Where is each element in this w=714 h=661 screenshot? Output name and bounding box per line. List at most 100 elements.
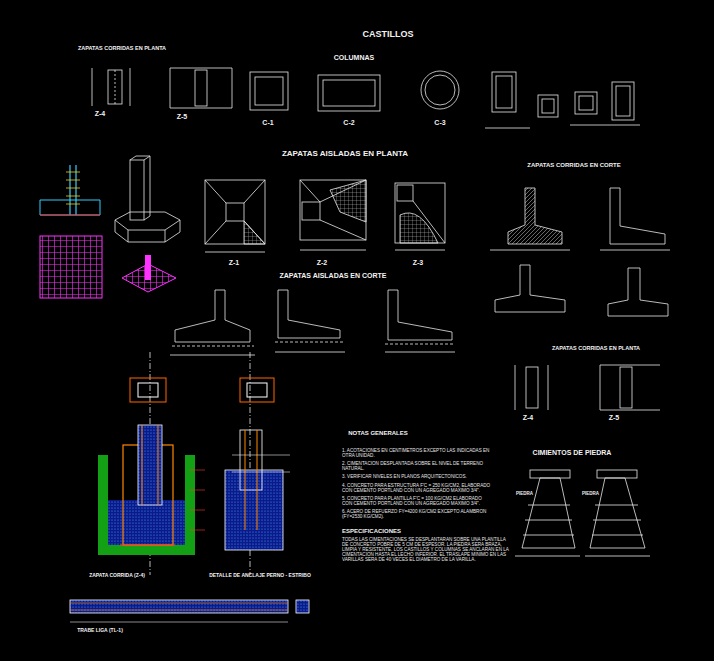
drawing-stroke (40, 236, 102, 298)
note-text: 3. VERIFICAR NIVELES EN PLANOS ARQUITECT… (342, 474, 492, 479)
drawing-stroke (130, 156, 150, 220)
drawing-stroke (523, 505, 574, 535)
drawing-stroke (496, 76, 512, 108)
drawing-stroke (70, 600, 309, 622)
drawing-stroke (244, 221, 265, 244)
drawing-stroke (245, 430, 257, 530)
drawing-stroke (522, 478, 575, 548)
drawing-label: Z-1 (229, 259, 240, 267)
drawing-label: C-3 (434, 119, 445, 127)
drawing-stroke (226, 203, 244, 221)
drawing-stroke (138, 383, 158, 397)
drawing-stroke (115, 70, 116, 104)
drawing-stroke (70, 622, 288, 623)
drawing-stroke (490, 250, 570, 251)
drawing-label: ZAPATAS AISLADAS EN PLANTA (282, 150, 408, 159)
drawing-stroke (190, 470, 205, 530)
drawing-stroke (92, 68, 93, 106)
drawing-stroke (70, 165, 76, 215)
drawing-label: ZAPATAS CORRIDAS EN PLANTA (78, 45, 166, 51)
drawing-stroke (170, 68, 171, 108)
drawing-stroke (492, 72, 516, 112)
drawing-stroke (275, 342, 344, 343)
drawing-stroke (278, 290, 340, 338)
drawing-label: PIEDRA (582, 492, 599, 497)
drawing-stroke (108, 70, 122, 104)
drawing-stroke (597, 470, 637, 478)
drawing-stroke (320, 220, 366, 240)
drawing-stroke (66, 172, 80, 204)
drawing-label: Z-4 (95, 110, 106, 118)
drawing-label: NOTAS GENERALES (348, 430, 408, 437)
drawing-label: ZAPATAS CORRIDAS EN PLANTA (552, 345, 640, 351)
drawing-stroke (240, 430, 262, 490)
drawing-stroke (142, 425, 158, 505)
drawing-label: Z-5 (177, 113, 188, 121)
drawing-label: Z-5 (609, 414, 620, 422)
drawing-stroke (115, 212, 180, 230)
drawing-label: CIMIENTOS DE PIEDRA (533, 449, 612, 457)
drawing-stroke (130, 378, 274, 402)
drawing-stroke (130, 160, 144, 220)
drawing-stroke (330, 180, 366, 222)
drawing-stroke (385, 352, 455, 353)
drawing-stroke (205, 221, 226, 244)
drawing-label: PIEDRA (516, 492, 533, 497)
drawing-stroke (275, 352, 345, 353)
drawing-stroke (300, 180, 320, 202)
drawing-label: Z-2 (317, 259, 328, 267)
drawing-stroke (570, 125, 640, 126)
drawing-stroke (92, 68, 670, 575)
drawing-stroke (296, 600, 309, 613)
drawing-stroke (40, 215, 100, 216)
drawing-stroke (548, 365, 549, 410)
drawing-stroke (323, 80, 375, 106)
drawing-stroke (205, 252, 265, 253)
drawing-stroke (250, 72, 288, 110)
drawing-stroke (592, 505, 643, 535)
drawing-stroke (247, 383, 267, 397)
drawing-stroke (225, 430, 290, 550)
drawing-stroke (485, 128, 530, 129)
drawing-stroke (616, 86, 630, 116)
drawing-stroke (620, 367, 632, 408)
drawing-stroke (538, 95, 558, 117)
drawing-stroke (70, 603, 288, 610)
note-text: 2. CIMENTACION DESPLANTADA SOBRE EL NIVE… (342, 461, 492, 471)
drawing-stroke (138, 425, 162, 505)
drawing-stroke (600, 365, 660, 366)
drawing-stroke (302, 202, 320, 220)
drawing-stroke (98, 425, 205, 555)
drawing-stroke (255, 77, 283, 105)
note-text: 4. CONCRETO PARA ESTRUCTURA F'C = 250 KG… (342, 483, 492, 493)
drawing-stroke (195, 70, 207, 106)
drawing-stroke (515, 365, 516, 410)
drawing-stroke (40, 165, 176, 298)
drawing-stroke (388, 290, 452, 340)
drawing-stroke (232, 68, 233, 108)
drawing-stroke (600, 365, 601, 410)
drawing-stroke (225, 470, 283, 550)
drawing-stroke (395, 250, 445, 251)
drawing-stroke (240, 378, 274, 402)
drawing-label: TRABE LIGA (TL-1) (77, 628, 123, 634)
drawing-label: CASTILLOS (363, 30, 414, 40)
drawing-label: Z-3 (413, 259, 424, 267)
drawing-label: C-1 (262, 119, 273, 127)
drawing-stroke (115, 220, 180, 242)
drawing-label: ZAPATAS AISLADAS EN CORTE (279, 272, 386, 280)
drawing-stroke (395, 183, 445, 243)
drawing-stroke (170, 68, 232, 69)
drawing-label: ZAPATA CORRIDA (Z-4) (89, 573, 145, 579)
drawing-stroke (600, 410, 660, 411)
drawing-stroke (70, 600, 288, 613)
drawing-stroke (205, 180, 265, 244)
note-text: TODAS LAS CIMENTACIONES SE DESPLANTARAN … (342, 537, 512, 562)
drawing-stroke (145, 255, 151, 280)
drawing-stroke (244, 221, 265, 244)
drawing-stroke (600, 250, 670, 251)
drawing-stroke (397, 185, 413, 201)
drawing-stroke (421, 71, 459, 109)
drawing-label: ZAPATAS CORRIDAS EN CORTE (527, 162, 620, 169)
